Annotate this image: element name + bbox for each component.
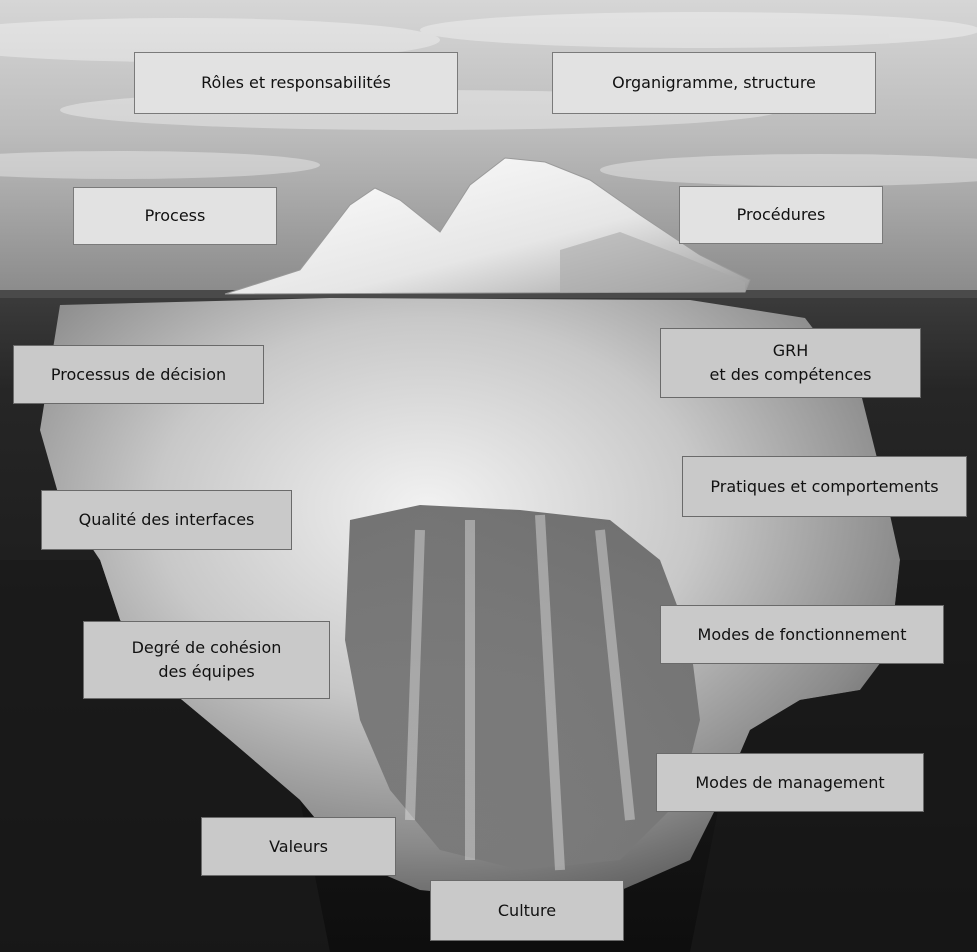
label-pratiques-text: Pratiques et comportements <box>710 475 938 499</box>
label-grh-competences: GRH et des compétences <box>660 328 921 398</box>
label-process: Process <box>73 187 277 245</box>
label-organigramme-text: Organigramme, structure <box>612 71 816 95</box>
label-roles-responsabilites: Rôles et responsabilités <box>134 52 458 114</box>
label-organigramme: Organigramme, structure <box>552 52 876 114</box>
label-roles-text: Rôles et responsabilités <box>201 71 391 95</box>
label-modes-fonctionnement: Modes de fonctionnement <box>660 605 944 664</box>
label-procedures-text: Procédures <box>737 203 826 227</box>
label-grh-text: GRH et des compétences <box>709 339 871 387</box>
label-processus-decision-text: Processus de décision <box>51 363 226 387</box>
label-modes-management: Modes de management <box>656 753 924 812</box>
label-qualite-interfaces: Qualité des interfaces <box>41 490 292 550</box>
label-process-text: Process <box>145 204 206 228</box>
label-modes-fonctionnement-text: Modes de fonctionnement <box>698 623 907 647</box>
label-culture: Culture <box>430 880 624 941</box>
label-processus-decision: Processus de décision <box>13 345 264 404</box>
label-procedures: Procédures <box>679 186 883 244</box>
label-qualite-text: Qualité des interfaces <box>79 508 255 532</box>
label-valeurs-text: Valeurs <box>269 835 328 859</box>
label-modes-management-text: Modes de management <box>695 771 884 795</box>
label-pratiques-comportements: Pratiques et comportements <box>682 456 967 517</box>
label-cohesion-equipes: Degré de cohésion des équipes <box>83 621 330 699</box>
label-valeurs: Valeurs <box>201 817 396 876</box>
label-culture-text: Culture <box>498 899 556 923</box>
label-cohesion-text: Degré de cohésion des équipes <box>132 636 282 684</box>
